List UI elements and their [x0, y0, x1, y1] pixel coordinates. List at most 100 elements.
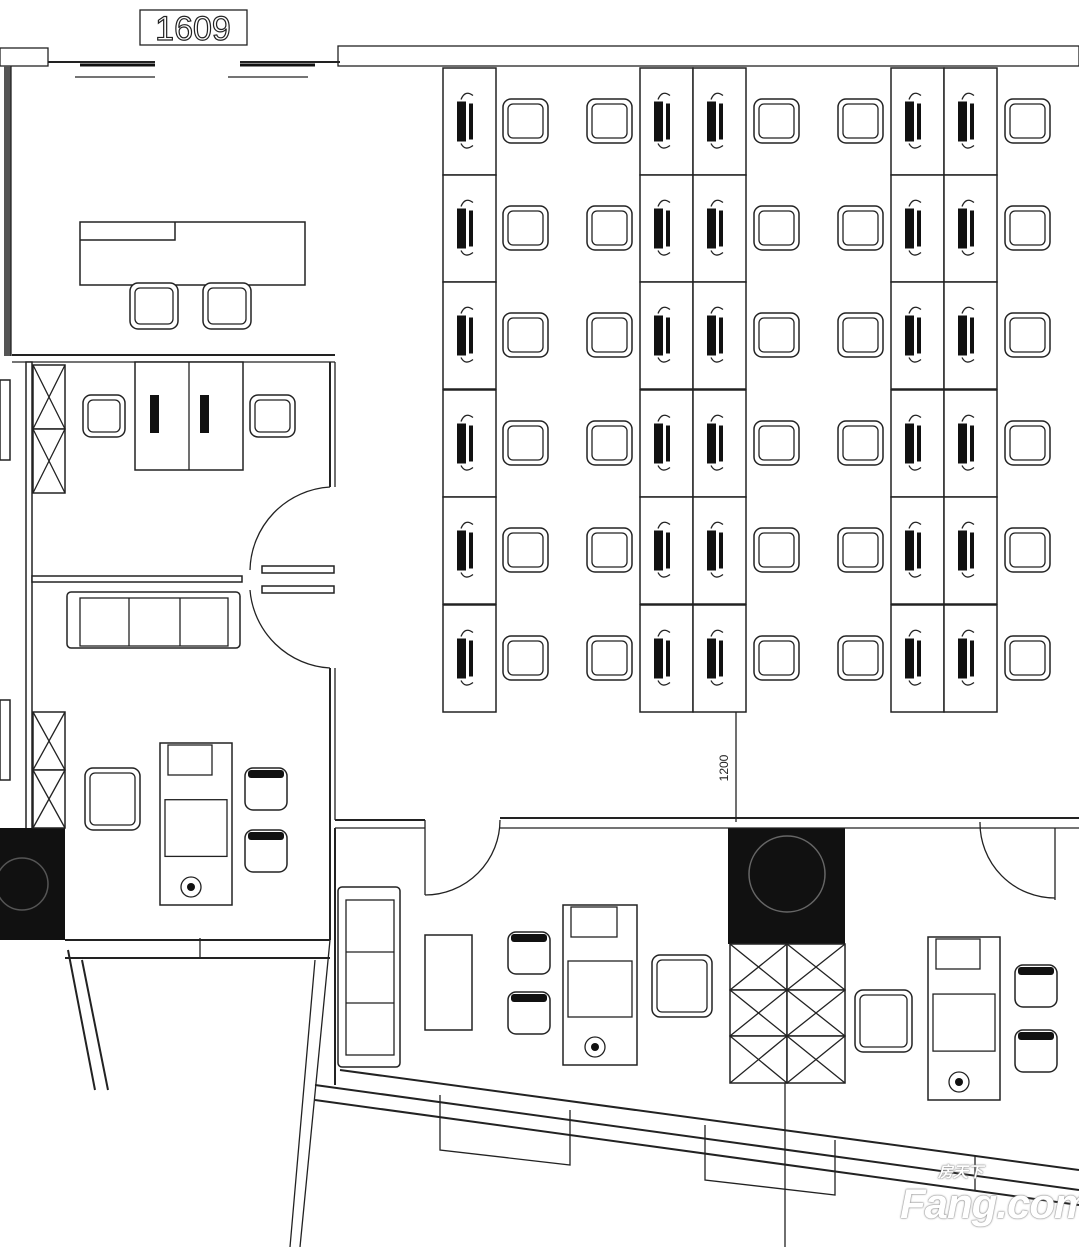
storage-cabinet: [786, 989, 846, 1037]
cable: [961, 521, 975, 578]
workstation-desk: [692, 281, 747, 390]
monitor: [654, 101, 663, 142]
chair: [1004, 527, 1051, 573]
cable: [710, 92, 724, 149]
keyboard: [719, 425, 723, 462]
executive-desk: [562, 904, 638, 1066]
cable: [961, 414, 975, 471]
monitor: [457, 530, 466, 571]
workstation-desk: [943, 389, 998, 498]
workstation-desk: [943, 281, 998, 390]
cable: [908, 92, 922, 149]
keyboard: [917, 210, 921, 247]
monitor: [958, 530, 967, 571]
keyboard: [469, 640, 473, 677]
storage-cabinet: [32, 769, 66, 829]
chair: [837, 527, 884, 573]
chair: [586, 420, 633, 466]
cable: [710, 306, 724, 363]
dimension-line: 1200: [717, 712, 737, 822]
chair: [129, 282, 179, 330]
cable: [657, 629, 671, 686]
keyboard: [970, 640, 974, 677]
exterior-walls: [0, 45, 1079, 356]
monitor: [905, 208, 914, 249]
workstation-desk: [943, 67, 998, 176]
chair: [837, 420, 884, 466]
keyboard: [719, 317, 723, 354]
keyboard: [970, 103, 974, 140]
workstation-desk: [890, 496, 945, 605]
cable: [657, 199, 671, 256]
monitor: [707, 315, 716, 356]
sofa: [66, 591, 241, 649]
cable: [657, 521, 671, 578]
keyboard: [666, 425, 670, 462]
chair: [753, 420, 800, 466]
cable: [460, 414, 474, 471]
storage-cabinet: [32, 711, 66, 771]
workstation-desk: [943, 604, 998, 713]
monitor: [457, 101, 466, 142]
structural-column: [728, 828, 845, 944]
workstation-desk: [943, 174, 998, 283]
cable: [460, 521, 474, 578]
chair: [586, 635, 633, 681]
monitor: [958, 208, 967, 249]
chair: [1014, 1029, 1058, 1073]
chair: [837, 205, 884, 251]
workstation-desk: [890, 174, 945, 283]
keyboard: [469, 317, 473, 354]
monitor: [905, 315, 914, 356]
sofa: [337, 886, 401, 1068]
workstation-desk: [692, 604, 747, 713]
chair: [1004, 312, 1051, 358]
keyboard: [719, 103, 723, 140]
corridor-wall: [334, 817, 1079, 1085]
chair: [507, 931, 551, 975]
keyboard: [469, 103, 473, 140]
chair: [502, 312, 549, 358]
cable: [961, 629, 975, 686]
monitor: [905, 530, 914, 571]
chair: [586, 312, 633, 358]
workstation-desk: [639, 389, 694, 498]
workstation-desk: [639, 281, 694, 390]
chair: [753, 527, 800, 573]
chair: [84, 767, 141, 831]
workstation-desk: [890, 604, 945, 713]
chair: [1014, 964, 1058, 1008]
keyboard: [970, 317, 974, 354]
structural-column: [0, 828, 65, 940]
workstation-desk: [692, 496, 747, 605]
monitor: [457, 315, 466, 356]
dimension-label: 1200: [717, 754, 731, 781]
keyboard: [666, 532, 670, 569]
keyboard: [469, 532, 473, 569]
chair: [249, 394, 296, 438]
chair: [1004, 205, 1051, 251]
monitor: [905, 638, 914, 679]
chair: [753, 635, 800, 681]
storage-cabinet: [32, 364, 66, 430]
executive-desk: [927, 936, 1001, 1101]
monitor: [905, 423, 914, 464]
monitor: [707, 638, 716, 679]
chair: [837, 98, 884, 144]
workstation-desk: [639, 174, 694, 283]
cable: [460, 92, 474, 149]
monitor: [654, 315, 663, 356]
chair: [502, 420, 549, 466]
storage-cabinet: [786, 943, 846, 991]
workstation-desk: [442, 604, 497, 713]
monitor: [707, 423, 716, 464]
keyboard: [719, 640, 723, 677]
cable: [710, 199, 724, 256]
chair: [507, 991, 551, 1035]
monitor: [654, 208, 663, 249]
chair: [502, 98, 549, 144]
cable: [657, 92, 671, 149]
keyboard: [469, 425, 473, 462]
monitor: [707, 101, 716, 142]
workstation-desk: [692, 389, 747, 498]
